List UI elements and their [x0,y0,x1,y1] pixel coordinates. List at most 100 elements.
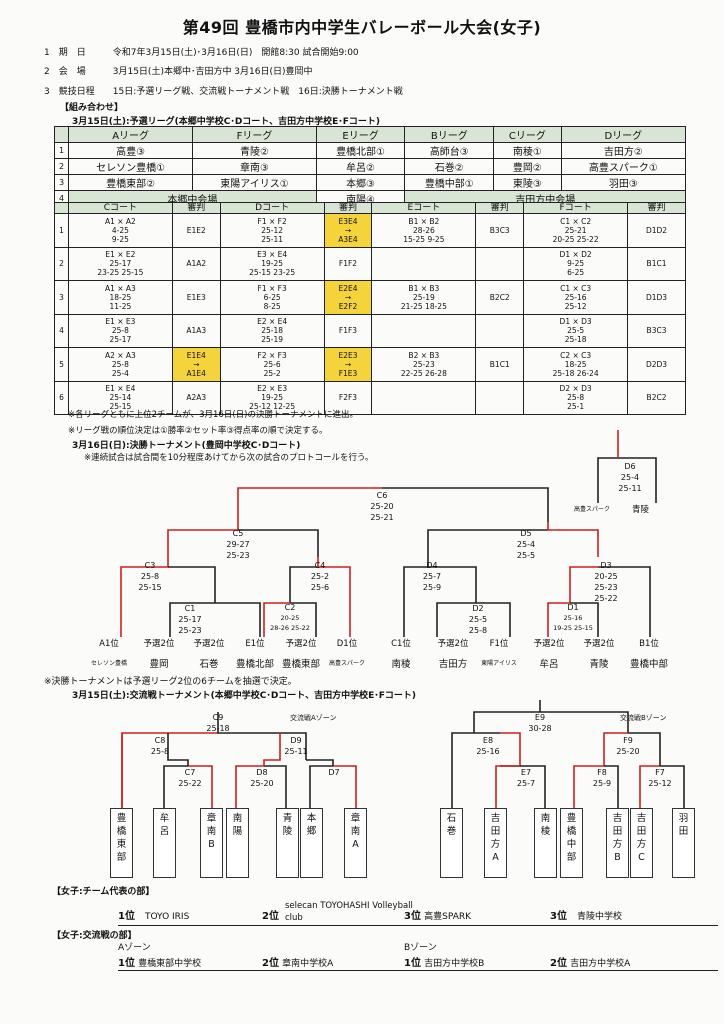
league-header: Dリーグ [560,126,687,143]
d6-team-left: 高豊スパーク [574,506,611,513]
team-name: 石巻 [199,659,219,670]
results-zone-a: Aゾーン [118,943,151,953]
seed-label: E1位 [245,639,265,649]
seed-label: 予選2位 [285,639,317,649]
referee-cell [475,246,525,281]
seed-label: 予選2位 [143,639,175,649]
referee-cell: E3E4 → A3E4 [323,213,373,248]
seed-label: A1位 [99,639,119,649]
team-box: 本 郷 [300,808,323,878]
team-box: 吉 田 方 A [484,808,507,878]
d6-team-right: 青陵 [632,505,650,515]
referee-cell: D2D3 [627,347,686,382]
team-name: 豊橋東部 [281,659,320,670]
team-name: 豊岡 [149,659,169,670]
team-box: 章 南 B [200,808,223,878]
team-name: 吉田方 [438,659,468,670]
team-box: 章 南 A [344,808,367,878]
page-title: 第49回 豊橋市内中学生バレーボール大会(女子) [182,18,542,37]
day2-label: 3月16日(日):決勝トーナメント(豊岡中学校C･Dコート) [72,441,301,451]
team-box: 青 陵 [276,808,299,878]
result-ex-b2: 2位 吉田方中学校A [550,958,631,969]
team-name: 豊橋中部 [629,659,668,670]
result-team-3b: 3位 青陵中学校 [550,911,622,922]
match-cell [371,246,477,281]
result-team-1: 1位 TOYO IRIS [118,911,190,922]
results-team-heading: 【女子:チーム代表の部】 [52,887,155,897]
team-name: セレソン豊橋 [90,660,127,667]
team-box: 吉 田 方 B [606,808,629,878]
team-box: 南 陽 [226,808,249,878]
draw-note: ※決勝トーナメントは予選リーグ2位の6チームを抽選で決定。 [44,677,297,687]
match-d7: D7 [328,768,340,777]
zone-b-label: 交流戦Bゾーン [620,714,667,722]
seed-label: 予選2位 [437,639,469,649]
seed-label: F1位 [489,639,509,649]
referee-cell [475,380,525,415]
team-box: 豊 橋 東 部 [110,808,133,878]
referee-cell: E2E4 → E2F2 [323,280,373,315]
team-box: 吉 田 方 C [630,808,653,878]
team-name: 南稜 [391,659,411,670]
referee-cell: A1A2 [171,246,221,281]
team-name: 高豊スパーク [328,660,365,667]
result-ex-a1: 1位 豊橋東部中学校 [118,958,202,969]
note-2: ※リーグ戦の順位決定は①勝率②セット率③得点率の順で決定する。 [68,426,328,436]
seed-label: 予選2位 [193,639,225,649]
seed-label: D1位 [336,639,358,649]
result-ex-b1: 1位 吉田方中学校B [404,958,485,969]
schedule-header-row: Cコート審判 Dコート審判 Eコート審判 Fコート審判 [54,202,686,214]
referee-cell: B1C1 [475,347,525,382]
match-cell [371,380,477,415]
seed-label: 予選2位 [533,639,565,649]
result-team-3a: 3位 高豊SPARK [404,911,472,922]
team-box: 豊 橋 中 部 [560,808,583,878]
seed-label: B1位 [639,639,659,649]
referee-cell: B2C2 [627,380,686,415]
league-header: Eリーグ [315,126,406,143]
referee-cell: F1F3 [323,313,373,348]
zone-a-label: 交流戦Aゾーン [290,714,337,722]
league-header: Bリーグ [404,126,495,143]
day1-label: 3月15日(土):予選リーグ(本郷中学校C･Dコート、吉田方中学校E･Fコート) [72,117,381,127]
results-ex-heading: 【女子:交流戦の部】 [52,931,137,941]
referee-cell [475,313,525,348]
team-box: 羽 田 [672,808,695,878]
team-box: 石 巻 [440,808,463,878]
note-1: ※各リーグともに上位2チームが、3月16日(日)の決勝トーナメントに進出。 [68,410,358,420]
